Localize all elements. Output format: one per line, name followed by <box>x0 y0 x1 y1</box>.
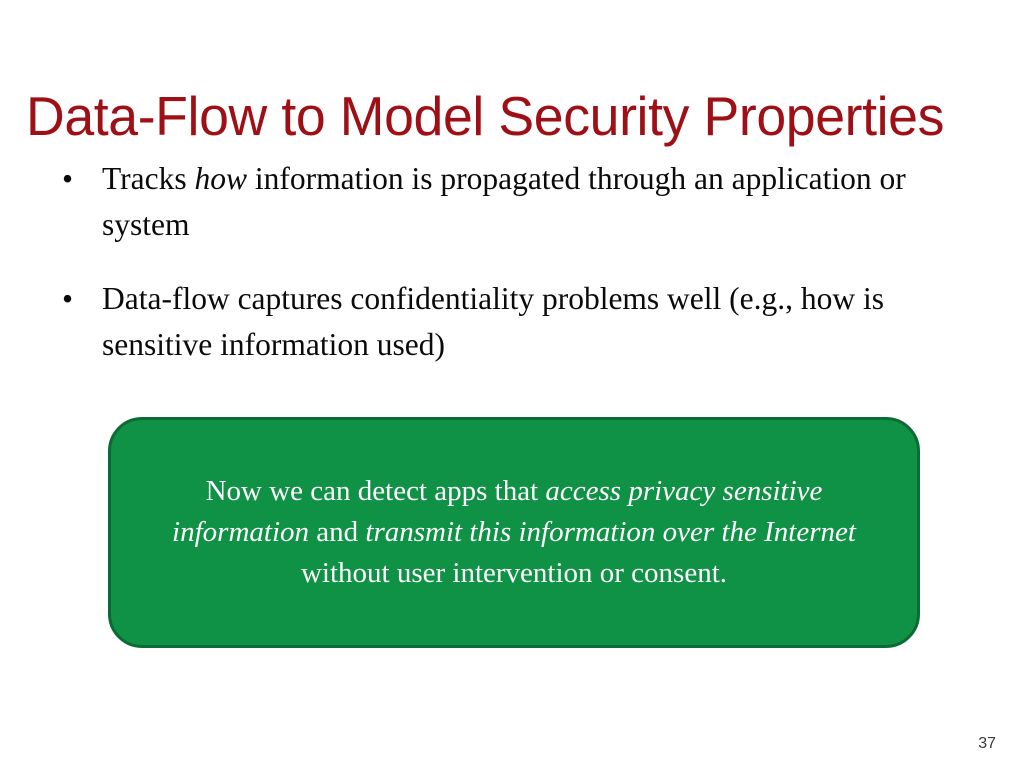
callout-text: Now we can detect apps that access priva… <box>172 475 856 589</box>
list-item: • Tracks how information is propagated t… <box>56 156 976 248</box>
bullet-text-1: Tracks how information is propagated thr… <box>102 161 906 242</box>
list-item: • Data-flow captures confidentiality pro… <box>56 276 976 368</box>
bullet-marker-icon: • <box>62 161 74 196</box>
callout-box: Now we can detect apps that access priva… <box>108 417 920 648</box>
bullet-marker-icon: • <box>62 281 74 316</box>
bullet-text-2: Data-flow captures confidentiality probl… <box>102 281 885 362</box>
page-number: 37 <box>978 735 996 752</box>
bullet-list: • Tracks how information is propagated t… <box>56 156 976 368</box>
page-title: Data-Flow to Model Security Properties <box>26 84 945 147</box>
